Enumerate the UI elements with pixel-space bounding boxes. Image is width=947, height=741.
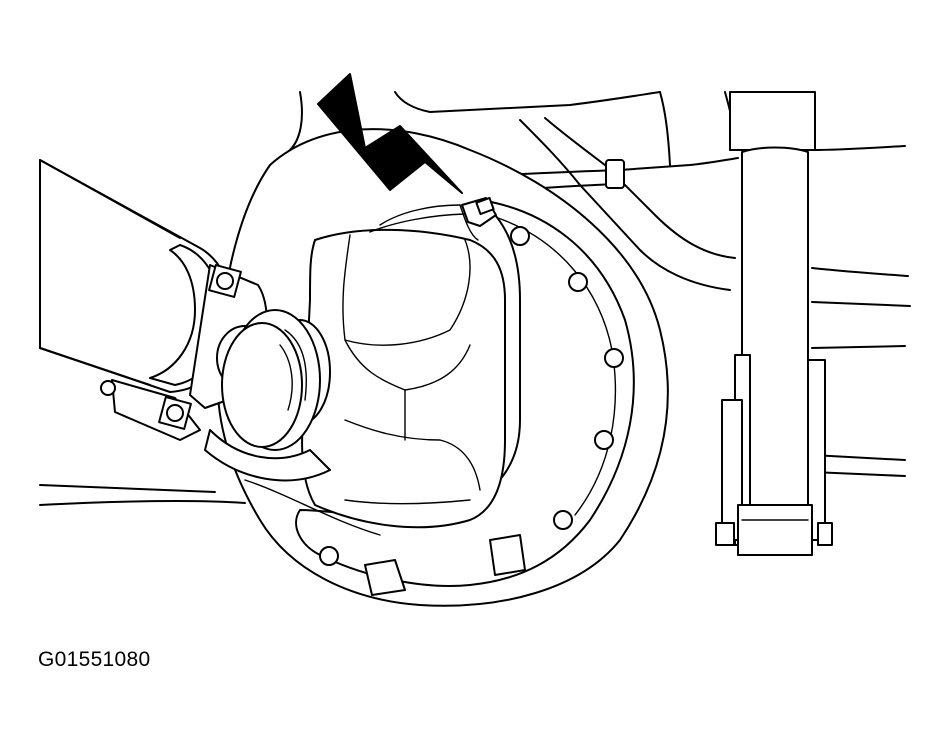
differential-housing — [216, 128, 669, 607]
vent-connector — [369, 196, 497, 241]
pinion-flange — [204, 309, 331, 482]
figure-code-label: G01551080 — [38, 648, 151, 671]
shock-absorber — [715, 91, 833, 556]
cover-bolts — [319, 226, 624, 596]
pointer-arrow — [317, 73, 463, 194]
